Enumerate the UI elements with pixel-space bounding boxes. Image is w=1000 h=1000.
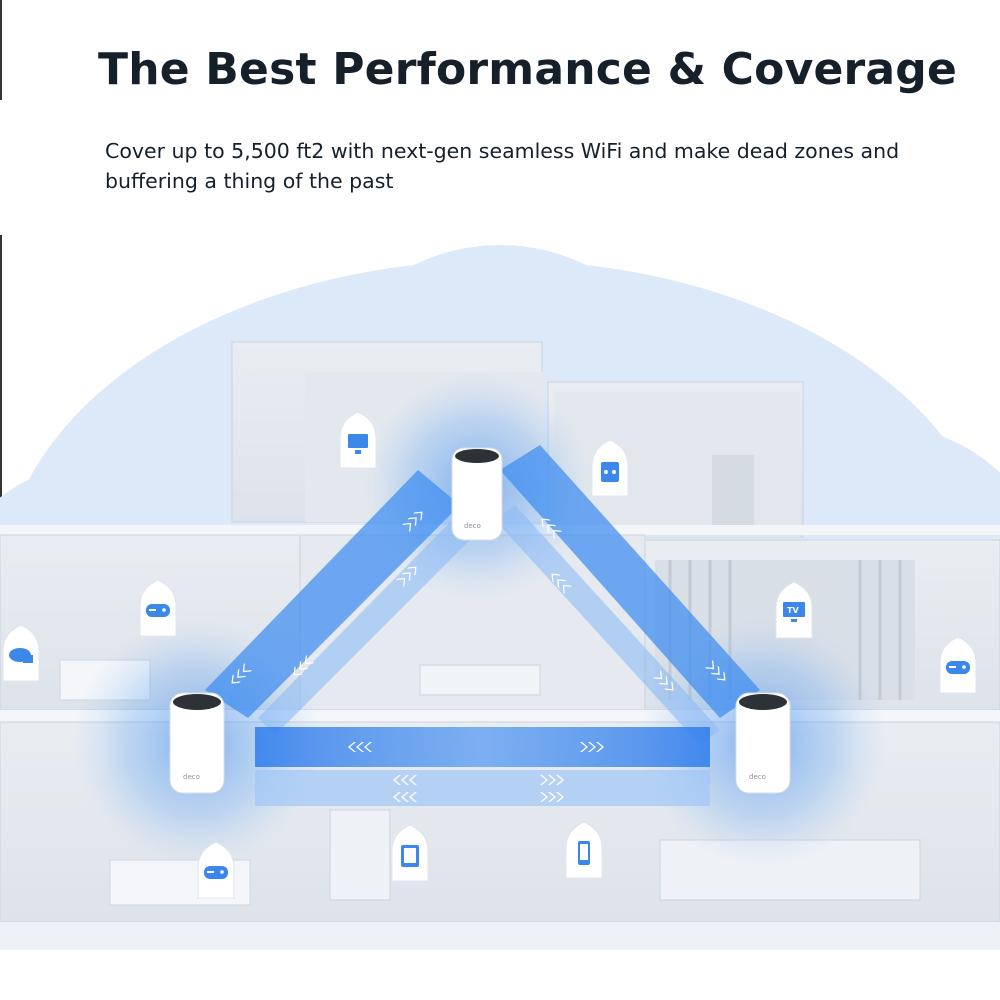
chevron-right-icon bbox=[540, 792, 564, 802]
chevron-left-icon bbox=[348, 742, 372, 752]
tv-icon: TV bbox=[775, 581, 813, 639]
tablet-icon bbox=[391, 824, 429, 882]
deco-router-right: deco bbox=[735, 692, 791, 794]
game-console-icon bbox=[591, 439, 629, 497]
chevron-diagonal-icon bbox=[551, 573, 572, 595]
chevron-diagonal-icon bbox=[231, 663, 253, 684]
router-brand: deco bbox=[749, 773, 766, 781]
chevron-diagonal-icon bbox=[293, 655, 315, 676]
chevron-right-icon bbox=[540, 775, 564, 785]
page-title: The Best Performance & Coverage bbox=[98, 44, 958, 95]
chevron-diagonal-icon bbox=[652, 670, 674, 691]
gamepad-icon bbox=[139, 579, 177, 637]
cloud-storage-icon bbox=[2, 624, 40, 682]
chevron-diagonal-icon bbox=[396, 566, 417, 588]
router-brand: deco bbox=[183, 773, 200, 781]
chevron-left-icon bbox=[393, 775, 417, 785]
left-edge-mark bbox=[0, 235, 2, 615]
chevron-diagonal-icon bbox=[704, 660, 726, 681]
gamepad-icon bbox=[197, 841, 235, 899]
chevron-diagonal-icon bbox=[402, 511, 423, 533]
direction-chevrons bbox=[231, 511, 726, 802]
chevron-diagonal-icon bbox=[541, 518, 562, 540]
chevron-right-icon bbox=[580, 742, 604, 752]
monitor-icon bbox=[339, 411, 377, 469]
left-edge-mark bbox=[0, 0, 2, 100]
device-pins: TV bbox=[2, 411, 977, 899]
deco-router-left: deco bbox=[169, 692, 225, 794]
page-subtitle: Cover up to 5,500 ft2 with next-gen seam… bbox=[105, 139, 900, 193]
phone-icon bbox=[565, 821, 603, 879]
tv-icon-label: TV bbox=[787, 606, 799, 615]
deco-router-top: deco bbox=[451, 447, 503, 541]
gamepad-icon bbox=[939, 636, 977, 694]
chevron-left-icon bbox=[393, 792, 417, 802]
router-brand: deco bbox=[464, 522, 481, 530]
mesh-beams bbox=[205, 445, 760, 806]
